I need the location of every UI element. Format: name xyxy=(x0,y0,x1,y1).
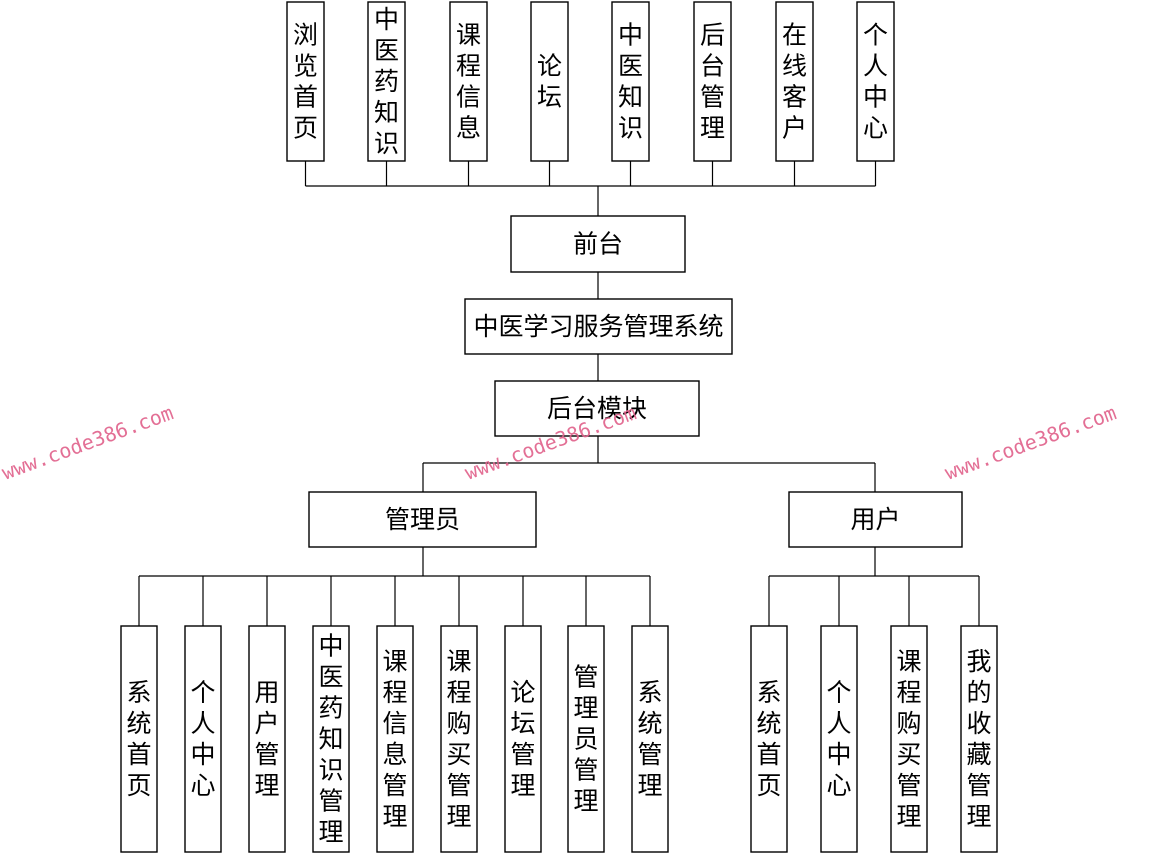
user-item-2-label: 个人中心 xyxy=(826,678,851,800)
admin-item-2: 个人中心 xyxy=(184,625,222,853)
admin-item-9-label: 系统管理 xyxy=(637,678,662,800)
frontend-item-1-box xyxy=(286,1,325,162)
user-item-3: 课程购买管理 xyxy=(890,625,928,853)
admin-item-3: 用户管理 xyxy=(248,625,286,853)
admin-node-label: 管理员 xyxy=(385,505,460,534)
frontend-item-5: 中医知识 xyxy=(611,1,650,162)
frontend-item-7-label: 在线客户 xyxy=(782,21,807,143)
admin-item-1: 系统首页 xyxy=(120,625,158,853)
frontend-item-6: 后台管理 xyxy=(693,1,732,162)
user-item-4-box xyxy=(960,625,998,853)
admin-item-9-box xyxy=(631,625,669,853)
frontend-item-3: 课程信息 xyxy=(449,1,488,162)
frontend-item-3-box xyxy=(449,1,488,162)
user-item-1: 系统首页 xyxy=(750,625,788,853)
admin-item-7-label: 论坛管理 xyxy=(510,678,535,800)
admin-node-box xyxy=(308,491,537,548)
frontend-node: 前台 xyxy=(510,215,686,273)
admin-item-2-box xyxy=(184,625,222,853)
user-item-1-box xyxy=(750,625,788,853)
frontend-item-6-box xyxy=(693,1,732,162)
admin-item-9: 系统管理 xyxy=(631,625,669,853)
admin-item-3-label: 用户管理 xyxy=(254,678,279,800)
user-node: 用户 xyxy=(788,491,963,548)
admin-item-1-box xyxy=(120,625,158,853)
admin-item-4-box xyxy=(312,625,350,853)
frontend-item-8-label: 个人中心 xyxy=(863,21,888,143)
watermark-3: www.code386.com xyxy=(942,400,1120,484)
admin-item-6: 课程购买管理 xyxy=(440,625,478,853)
frontend-item-8-box xyxy=(856,1,895,162)
frontend-node-label: 前台 xyxy=(573,230,623,259)
admin-item-7-box xyxy=(504,625,542,853)
frontend-item-4-box xyxy=(530,1,569,162)
user-item-4-label: 我的收藏管理 xyxy=(966,647,991,831)
admin-item-8-box xyxy=(567,625,605,853)
frontend-item-7: 在线客户 xyxy=(775,1,814,162)
backend-node-box xyxy=(494,380,700,437)
frontend-item-2-box xyxy=(367,1,406,162)
frontend-item-3-label: 课程信息 xyxy=(456,21,481,143)
admin-item-1-label: 系统首页 xyxy=(126,678,151,800)
user-item-3-label: 课程购买管理 xyxy=(896,647,921,831)
connectors xyxy=(138,161,980,626)
user-item-4: 我的收藏管理 xyxy=(960,625,998,853)
user-item-1-label: 系统首页 xyxy=(756,678,781,800)
user-node-box xyxy=(788,491,963,548)
admin-item-6-label: 课程购买管理 xyxy=(446,647,471,831)
backend-node: 后台模块 xyxy=(494,380,700,437)
admin-node: 管理员 xyxy=(308,491,537,548)
frontend-node-box xyxy=(510,215,686,273)
frontend-item-6-label: 后台管理 xyxy=(700,21,725,143)
frontend-item-1-label: 浏览首页 xyxy=(293,21,318,143)
admin-item-5-label: 课程信息管理 xyxy=(382,647,407,831)
admin-item-7: 论坛管理 xyxy=(504,625,542,853)
user-item-2: 个人中心 xyxy=(820,625,858,853)
user-item-3-box xyxy=(890,625,928,853)
admin-item-6-box xyxy=(440,625,478,853)
admin-item-5-box xyxy=(376,625,414,853)
frontend-item-2: 中医药知识 xyxy=(367,1,406,162)
admin-item-4-label: 中医药知识管理 xyxy=(318,632,343,847)
frontend-item-8: 个人中心 xyxy=(856,1,895,162)
watermark-1: www.code386.com xyxy=(0,400,176,484)
nodes: 浏览首页中医药知识课程信息论坛中医知识后台管理在线客户个人中心前台中医学习服务管… xyxy=(120,1,998,853)
frontend-item-5-box xyxy=(611,1,650,162)
admin-item-2-label: 个人中心 xyxy=(190,678,215,800)
admin-item-8-label: 管理员管理 xyxy=(573,663,598,816)
frontend-item-7-box xyxy=(775,1,814,162)
system-node-box xyxy=(464,298,733,355)
admin-item-4: 中医药知识管理 xyxy=(312,625,350,853)
user-item-2-box xyxy=(820,625,858,853)
backend-node-label: 后台模块 xyxy=(547,394,647,423)
system-node-label: 中医学习服务管理系统 xyxy=(473,312,723,341)
admin-item-8: 管理员管理 xyxy=(567,625,605,853)
frontend-item-4: 论坛 xyxy=(530,1,569,162)
admin-item-3-box xyxy=(248,625,286,853)
frontend-item-1: 浏览首页 xyxy=(286,1,325,162)
user-node-label: 用户 xyxy=(850,505,900,534)
frontend-item-4-label: 论坛 xyxy=(537,52,562,112)
system-node: 中医学习服务管理系统 xyxy=(464,298,733,355)
frontend-item-5-label: 中医知识 xyxy=(618,21,643,143)
frontend-item-2-label: 中医药知识 xyxy=(374,5,399,158)
admin-item-5: 课程信息管理 xyxy=(376,625,414,853)
